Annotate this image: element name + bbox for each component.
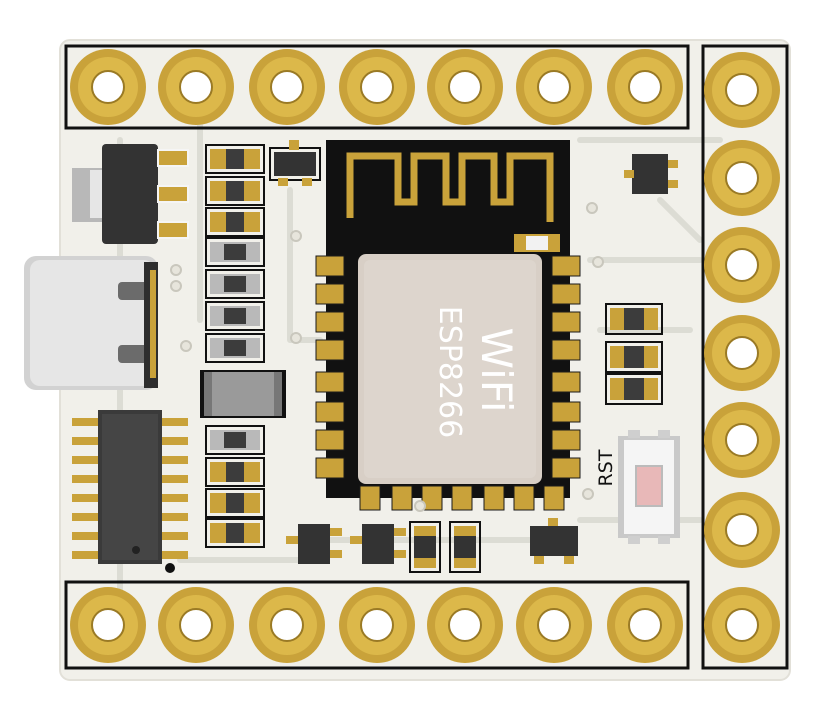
module-name-label: WiFi — [472, 327, 521, 412]
header-pad — [339, 49, 415, 125]
reset-button-cap — [635, 465, 663, 507]
transistor-bottom-3 — [530, 518, 578, 564]
usb-c-connector — [24, 256, 158, 390]
header-pad — [704, 140, 780, 216]
usb-serial-ic — [72, 410, 188, 573]
header-pad — [607, 49, 683, 125]
header-pad — [607, 587, 683, 663]
status-led — [514, 234, 560, 252]
bottom-pin-header — [64, 580, 690, 670]
header-pad — [158, 587, 234, 663]
diode-1 — [409, 521, 441, 573]
vias — [170, 202, 604, 512]
transistor-right — [624, 154, 678, 194]
header-pad — [704, 492, 780, 568]
passive-column-top — [205, 144, 265, 363]
header-pad — [704, 402, 780, 478]
reset-button-label: RST — [595, 449, 617, 486]
top-pin-header — [64, 44, 690, 130]
transistor-bottom-2 — [350, 524, 406, 564]
right-pin-header — [701, 44, 789, 670]
passive-right — [605, 303, 663, 405]
header-pad — [339, 587, 415, 663]
header-pad — [427, 49, 503, 125]
voltage-regulator — [72, 144, 189, 244]
reset-button[interactable] — [618, 430, 680, 544]
header-pad — [704, 587, 780, 663]
transistor-bottom-1 — [286, 524, 342, 564]
transistor-top — [269, 140, 321, 186]
inductor — [200, 370, 286, 418]
header-pad — [249, 49, 325, 125]
header-pad — [249, 587, 325, 663]
header-pad — [704, 52, 780, 128]
module-model-label: ESP8266 — [432, 306, 467, 438]
header-pad — [70, 587, 146, 663]
pcb-antenna — [346, 152, 554, 222]
header-pad — [158, 49, 234, 125]
header-pad — [70, 49, 146, 125]
header-pad — [516, 49, 592, 125]
header-pad — [704, 227, 780, 303]
header-pad — [516, 587, 592, 663]
header-pad — [427, 587, 503, 663]
esp8266-module: WiFi ESP8266 — [315, 140, 581, 511]
diode-2 — [449, 521, 481, 573]
passive-column-bottom — [205, 425, 265, 548]
header-pad — [704, 315, 780, 391]
